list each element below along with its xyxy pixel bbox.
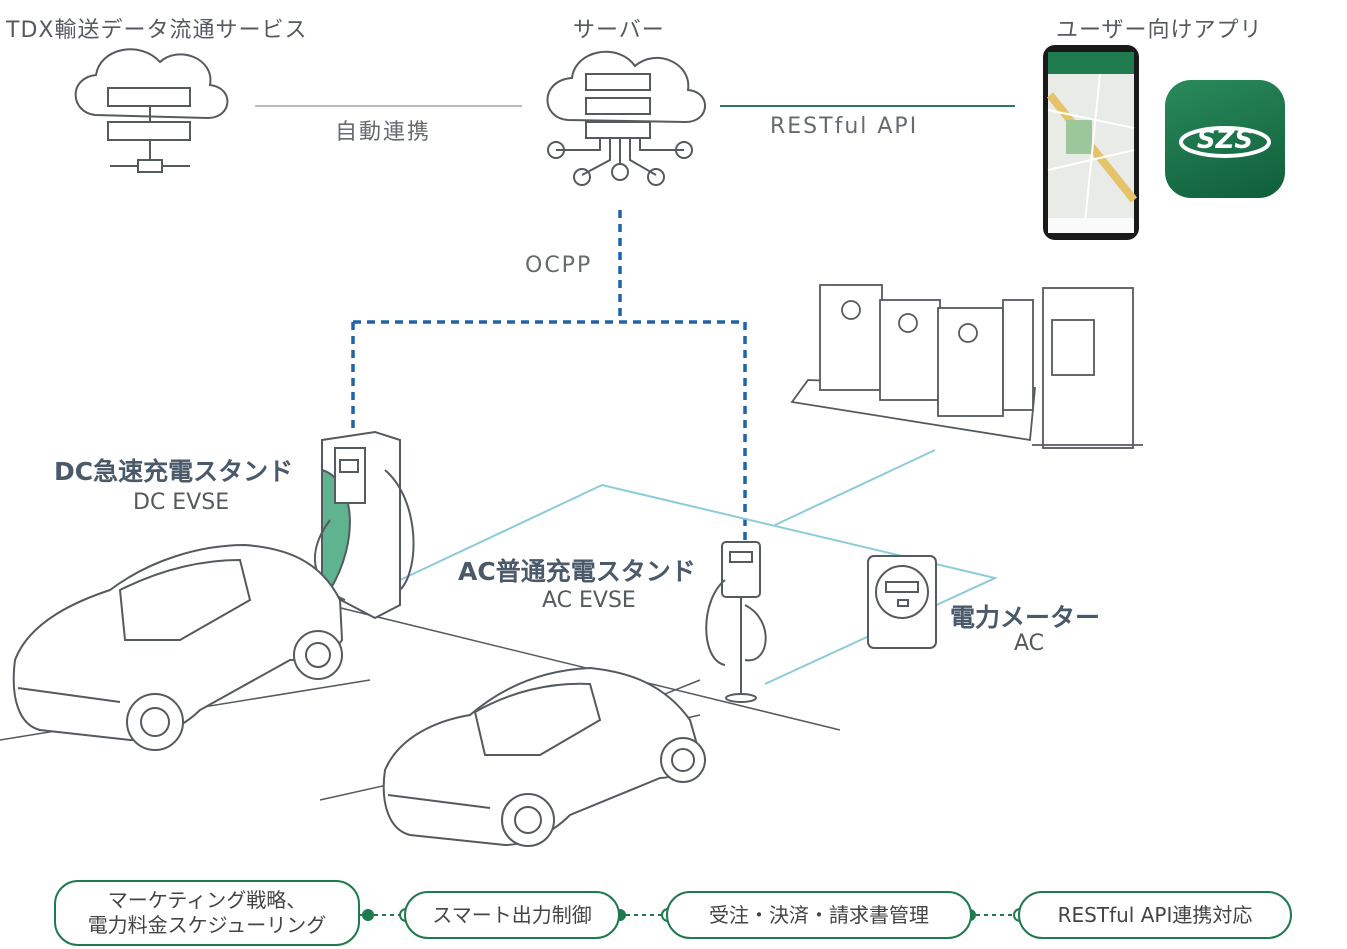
feature-marketing-line1: マーケティング戦略、: [107, 888, 307, 912]
server-label: サーバー: [573, 18, 665, 43]
meter-subtitle: AC: [1014, 631, 1045, 656]
ac-charger-icon: [705, 541, 767, 703]
ac-station-subtitle: AC EVSE: [542, 588, 636, 613]
dc-station-title: DC急速充電スタンド: [54, 457, 294, 486]
app-logo-mark: SZS: [1179, 125, 1271, 158]
car-icon-2: [382, 666, 706, 847]
feature-restful-label: RESTful API連携対応: [1057, 902, 1253, 927]
user-app-label: ユーザー向けアプリ: [1056, 18, 1263, 43]
feature-order-billing-label: 受注・決済・請求書管理: [709, 902, 929, 927]
power-meter-icon: [867, 555, 937, 649]
feature-smart-output: スマート出力制御: [404, 891, 620, 939]
ocpp-label: OCPP: [525, 253, 593, 278]
dc-station-subtitle: DC EVSE: [133, 490, 230, 515]
ac-station-title: AC普通充電スタンド: [458, 557, 696, 586]
transformer-icon: [790, 284, 1143, 449]
feature-restful: RESTful API連携対応: [1018, 891, 1292, 939]
cloud-server-icon: [74, 48, 229, 173]
ocpp-line: [351, 210, 747, 540]
feature-marketing: マーケティング戦略、 電力料金スケジューリング: [54, 880, 360, 946]
tdx-label: TDX輸送データ流通サービス: [6, 18, 308, 43]
auto-link-label: 自動連携: [335, 120, 432, 145]
svg-text:SZS: SZS: [1197, 125, 1253, 155]
meter-title: 電力メーター: [950, 603, 1101, 632]
dc-charger-icon: [313, 430, 415, 620]
car-icon: [12, 543, 344, 751]
restful-api-label: RESTful API: [770, 114, 919, 139]
cloud-network-icon: [546, 50, 706, 186]
feature-smart-output-label: スマート出力制御: [432, 902, 592, 927]
smartphone-map-icon: [1043, 45, 1139, 240]
feature-order-billing: 受注・決済・請求書管理: [666, 891, 972, 939]
app-logo-icon[interactable]: SZS: [1165, 80, 1285, 198]
feature-marketing-line2: 電力料金スケジューリング: [87, 913, 327, 937]
